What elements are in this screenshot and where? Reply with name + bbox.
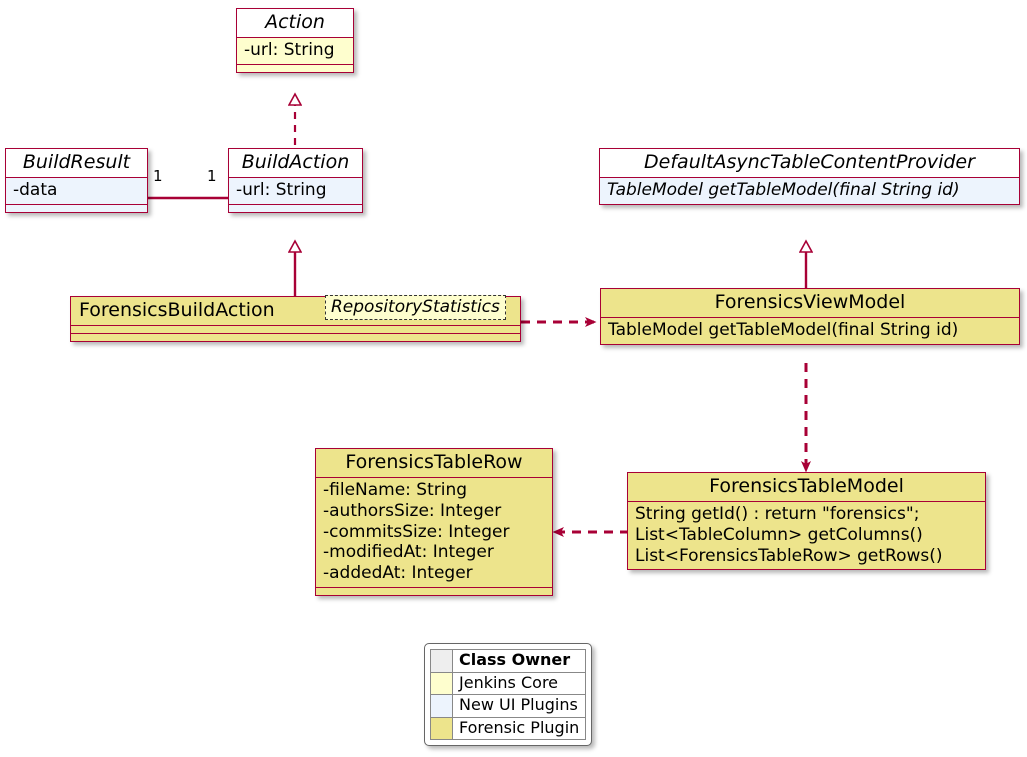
class-build-action-separator-2 bbox=[229, 204, 362, 205]
class-default-async-table-content-provider-name: DefaultAsyncTableContentProvider bbox=[600, 149, 1019, 178]
class-action-separator bbox=[237, 37, 353, 39]
class-build-action-name: BuildAction bbox=[229, 149, 362, 178]
class-forensics-table-row-attributes: -fileName: String -authorsSize: Integer … bbox=[316, 478, 552, 587]
class-build-action-methods bbox=[229, 205, 362, 212]
stereotype-repository-statistics: RepositoryStatistics bbox=[325, 295, 506, 320]
class-forensics-view-model-name: ForensicsViewModel bbox=[714, 291, 906, 313]
attribute: -authorsSize: Integer bbox=[323, 501, 502, 521]
legend-header-label: Class Owner bbox=[451, 649, 587, 673]
legend-row-forensic-plugin: Forensic Plugin bbox=[430, 716, 587, 741]
class-forensics-table-row-separator-2 bbox=[316, 586, 552, 588]
class-forensics-table-row-separator bbox=[316, 477, 552, 479]
class-forensics-table-model-methods: String getId() : return "forensics"; Lis… bbox=[628, 502, 985, 569]
method: TableModel getTableModel(final String id… bbox=[607, 180, 960, 201]
class-forensics-table-model-separator bbox=[628, 501, 985, 503]
class-forensics-build-action-attributes bbox=[71, 326, 520, 333]
class-default-async-table-content-provider[interactable]: DefaultAsyncTableContentProvider TableMo… bbox=[599, 148, 1020, 205]
legend-header-row: Class Owner bbox=[430, 649, 587, 673]
class-build-result-name: BuildResult bbox=[6, 149, 147, 178]
multiplicity-buildresult: 1 bbox=[153, 167, 163, 185]
class-build-action-attributes: -url: String bbox=[229, 178, 362, 204]
class-provider-separator bbox=[600, 177, 1019, 179]
class-build-result-methods bbox=[6, 205, 147, 212]
class-forensics-view-model-methods: TableModel getTableModel(final String id… bbox=[601, 318, 1019, 344]
class-forensics-table-row-methods bbox=[316, 588, 552, 595]
legend: Class Owner Jenkins Core New UI Plugins … bbox=[424, 643, 593, 747]
legend-label-jenkins-core: Jenkins Core bbox=[451, 671, 587, 696]
legend-swatch-jenkins-core bbox=[430, 671, 453, 696]
multiplicity-buildaction: 1 bbox=[207, 167, 217, 185]
class-forensics-build-action-separator bbox=[71, 325, 520, 327]
method: List<TableColumn> getColumns() bbox=[635, 525, 923, 545]
class-action-name: Action bbox=[237, 9, 353, 38]
method: TableModel getTableModel(final String id… bbox=[608, 320, 959, 341]
legend-label-new-ui-plugins: New UI Plugins bbox=[451, 694, 587, 718]
legend-label-forensic-plugin: Forensic Plugin bbox=[451, 716, 587, 741]
class-forensics-table-row-name: ForensicsTableRow bbox=[345, 451, 523, 473]
class-build-action-separator bbox=[229, 177, 362, 179]
legend-swatch-forensic-plugin bbox=[430, 716, 453, 741]
class-forensics-build-action-methods bbox=[71, 334, 520, 341]
class-action-methods bbox=[237, 65, 353, 72]
class-action[interactable]: Action -url: String bbox=[236, 8, 354, 73]
class-forensics-build-action-separator-2 bbox=[71, 333, 520, 335]
class-build-result-separator bbox=[6, 177, 147, 179]
class-forensics-view-model[interactable]: ForensicsViewModel TableModel getTableMo… bbox=[600, 288, 1020, 345]
class-build-result[interactable]: BuildResult -data bbox=[5, 148, 148, 213]
attribute: -url: String bbox=[236, 180, 327, 201]
legend-header-swatch bbox=[430, 649, 453, 673]
attribute: -url: String bbox=[244, 40, 335, 61]
class-action-attributes: -url: String bbox=[237, 38, 353, 64]
attribute: -data bbox=[13, 180, 58, 201]
attribute: -addedAt: Integer bbox=[323, 563, 473, 584]
attribute: -fileName: String bbox=[323, 480, 468, 501]
class-forensics-view-model-separator bbox=[601, 317, 1019, 319]
class-build-action[interactable]: BuildAction -url: String bbox=[228, 148, 363, 213]
class-forensics-table-model-name: ForensicsTableModel bbox=[709, 475, 904, 497]
legend-row-jenkins-core: Jenkins Core bbox=[430, 671, 587, 696]
class-forensics-build-action-name: ForensicsBuildAction bbox=[79, 299, 275, 321]
method: String getId() : return "forensics"; bbox=[635, 504, 920, 525]
class-provider-methods: TableModel getTableModel(final String id… bbox=[600, 178, 1019, 204]
attribute: -modifiedAt: Integer bbox=[323, 542, 494, 563]
class-build-result-separator-2 bbox=[6, 204, 147, 205]
legend-swatch-new-ui-plugins bbox=[430, 694, 453, 718]
class-forensics-table-model[interactable]: ForensicsTableModel String getId() : ret… bbox=[627, 472, 986, 571]
legend-row-new-ui-plugins: New UI Plugins bbox=[430, 694, 587, 718]
class-build-result-attributes: -data bbox=[6, 178, 147, 204]
attribute: -commitsSize: Integer bbox=[323, 521, 510, 542]
method: List<ForensicsTableRow> getRows() bbox=[635, 545, 943, 566]
class-action-separator-2 bbox=[237, 64, 353, 65]
legend-table: Class Owner Jenkins Core New UI Plugins … bbox=[430, 649, 587, 741]
class-forensics-table-row[interactable]: ForensicsTableRow -fileName: String -aut… bbox=[315, 448, 553, 596]
